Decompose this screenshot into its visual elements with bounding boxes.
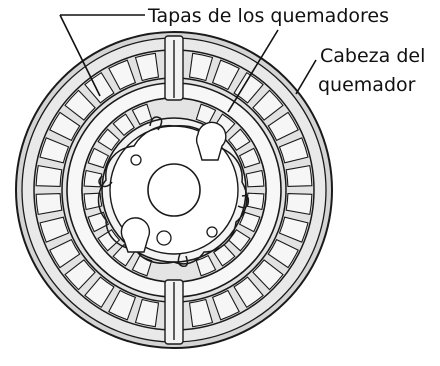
hook-clip-left	[98, 175, 113, 188]
outer-port-slot-5	[211, 289, 240, 321]
outer-port-slot-9	[108, 289, 137, 321]
hook-clip-right	[237, 194, 250, 209]
inner-port-slot-19	[195, 103, 217, 126]
vertical-ribs	[164, 35, 184, 345]
outer-port-slot-8	[134, 298, 160, 328]
outer-port-slot-14	[35, 193, 63, 216]
keyhole-slots	[120, 121, 227, 253]
outer-port-slot-6	[188, 298, 214, 328]
inner-port-slot-14	[97, 128, 121, 151]
outer-port-slot-28	[278, 137, 309, 164]
hook-clip-top	[149, 116, 163, 131]
center-hub	[147, 163, 201, 217]
inner-port-slot-21	[227, 128, 251, 151]
inner-port-slot-4	[195, 254, 217, 277]
inner-port-ring	[83, 103, 265, 277]
inner-wavy-channel	[97, 124, 248, 265]
burner-head-label-line1: Cabeza del	[320, 45, 426, 67]
keyhole-top-right	[195, 121, 227, 161]
outer-port-slot-0	[285, 193, 313, 216]
outer-port-slot-29	[285, 164, 313, 187]
outer-port-slot-13	[39, 216, 70, 243]
outer-port-slot-27	[267, 111, 299, 142]
small-holes	[130, 154, 218, 246]
inner-port-slot-11	[83, 192, 103, 211]
inner-port-slot-2	[227, 229, 251, 252]
outer-port-slot-20	[108, 59, 137, 91]
outer-port-slot-26	[252, 89, 284, 121]
inner-port-slot-16	[131, 103, 153, 126]
leader-head-to-rim	[295, 59, 317, 95]
leader-caps-to-inner-cap	[227, 29, 279, 113]
outer-port-slot-11	[64, 259, 96, 291]
outer-port-slot-23	[188, 52, 214, 82]
outer-port-slot-15	[35, 164, 63, 187]
inner-port-slot-1	[238, 211, 261, 233]
hook-clip-bottom	[177, 253, 189, 268]
outer-port-slot-24	[211, 59, 240, 91]
inner-port-slot-13	[87, 147, 110, 169]
inner-port-slot-22	[238, 147, 261, 169]
inner-port-slot-12	[83, 169, 103, 188]
outer-port-slot-21	[134, 52, 160, 82]
outer-port-slot-18	[64, 89, 96, 121]
leader-caps-to-outer-cap	[59, 14, 101, 97]
outer-port-slot-25	[233, 71, 264, 104]
burner-caps-label: Tapas de los quemadores	[148, 5, 389, 27]
outer-port-slot-16	[39, 137, 70, 164]
outer-port-slot-3	[252, 259, 284, 291]
small-hole-bottom	[156, 230, 172, 246]
outer-port-ring	[35, 52, 313, 328]
outer-port-slot-12	[49, 238, 81, 269]
inner-port-slot-9	[97, 229, 121, 252]
outer-port-slot-1	[278, 216, 309, 243]
small-hole-right	[206, 226, 218, 238]
outer-port-slot-2	[267, 238, 299, 269]
small-hole-upper-left	[130, 154, 142, 166]
outer-port-slot-4	[233, 276, 264, 309]
outer-port-slot-17	[49, 111, 81, 142]
hook-clips	[98, 116, 250, 268]
outer-port-slot-10	[84, 276, 115, 309]
inner-port-slot-23	[245, 169, 265, 188]
burner-head-label-line2: quemador	[318, 74, 416, 96]
inner-port-slot-15	[112, 113, 135, 137]
inner-port-slot-7	[131, 254, 153, 277]
leader-lines	[59, 14, 317, 113]
keyhole-bottom-left	[120, 217, 151, 253]
